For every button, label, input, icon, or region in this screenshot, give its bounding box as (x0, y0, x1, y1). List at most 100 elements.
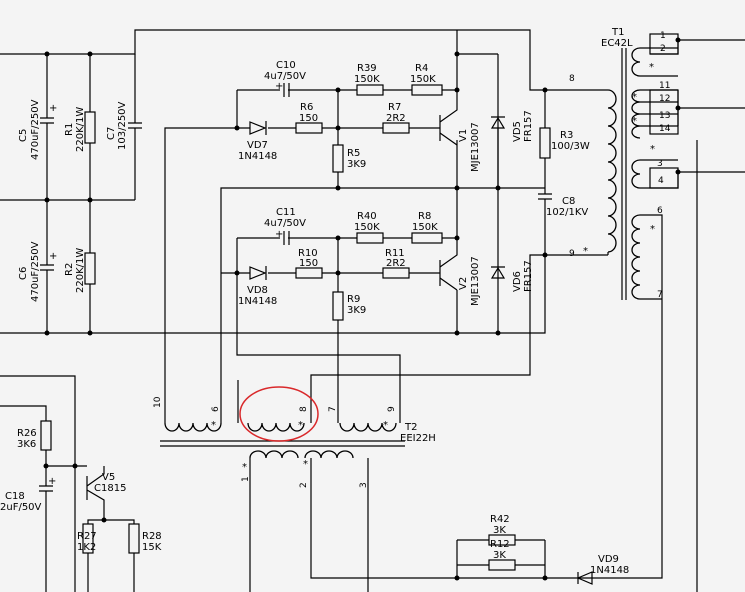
R42-ref: R42 (490, 514, 510, 525)
bottom-right-section (454, 140, 698, 592)
T1-dot-8: * (649, 62, 654, 73)
R28-ref: R28 (142, 531, 162, 542)
T1-dot-6: * (650, 224, 655, 235)
VD5-ref: VD5 (512, 121, 523, 142)
VD7-value: 1N4148 (238, 151, 277, 162)
T1-dot-11: * (632, 92, 637, 103)
V5-ref: V5 (102, 472, 115, 483)
C7-ref: C7 (106, 127, 117, 140)
T1-pin-13: 13 (659, 111, 670, 121)
R39-ref: R39 (357, 63, 377, 74)
VD8-diode (249, 266, 267, 280)
C10-ref: C10 (276, 60, 296, 71)
R5-value: 3K9 (347, 159, 366, 170)
T1-dot-13: * (632, 116, 637, 127)
C18-plus: + (48, 476, 56, 487)
C10-value: 4u7/50V (264, 71, 306, 82)
T1-pin-3: 3 (657, 159, 663, 169)
R27-resistor (82, 523, 94, 554)
C6-ref: C6 (18, 267, 29, 280)
T1-pin-box-3-4 (649, 167, 679, 189)
R42-resistor (488, 534, 516, 546)
T1-pin-11: 11 (659, 81, 670, 91)
C11-value: 4u7/50V (264, 218, 306, 229)
C18-value: 2uF/50V (0, 502, 42, 513)
VD9-diode (576, 571, 593, 585)
VD8-value: 1N4148 (238, 296, 277, 307)
T2-pin-1: 1 (241, 476, 251, 482)
V5-value: C1815 (94, 483, 126, 494)
R5-resistor (332, 144, 344, 173)
T2-pin-8: 8 (299, 406, 309, 412)
T2-pin-7: 7 (328, 406, 338, 412)
T1-pin-2: 2 (660, 44, 666, 54)
T2-part: EEI22H (400, 433, 436, 444)
T2-dot-8: * (298, 420, 303, 431)
C8-ref: C8 (562, 196, 575, 207)
C8-value: 102/1KV (546, 207, 588, 218)
R7-value: 2R2 (386, 113, 406, 124)
R1-value: 220K/1W (75, 107, 86, 152)
R10-ref: R10 (298, 248, 318, 259)
C18-ref: C18 (5, 491, 25, 502)
R27-value: 1K2 (77, 542, 96, 553)
T2-dot-1: * (242, 462, 247, 473)
R9-resistor (332, 291, 344, 321)
V1-value: MJE13007 (470, 122, 481, 172)
T1-dot-3: * (650, 144, 655, 155)
R40-resistor (356, 232, 384, 244)
T1-pin-9: 9 (569, 249, 575, 259)
VD5-value: FR157 (523, 110, 534, 142)
R39-resistor (356, 84, 384, 96)
T1-pin-7: 7 (657, 290, 663, 300)
R40-value: 150K (354, 222, 380, 233)
C11-ref: C11 (276, 207, 296, 218)
R11-resistor (382, 267, 410, 279)
T1-pin-14: 14 (659, 124, 671, 134)
T1-pin-4: 4 (658, 176, 664, 186)
VD6-value: FR157 (523, 260, 534, 292)
V1-ref: V1 (458, 129, 469, 142)
T1-pin-box-11-14 (649, 89, 679, 135)
R11-ref: R11 (385, 248, 405, 259)
T1-designator: T1 (611, 27, 624, 38)
C6-plus: + (49, 251, 57, 262)
C5-value: 470uF/250V (30, 99, 41, 160)
VD6-diode (490, 266, 506, 279)
T2-dot-2: * (303, 459, 308, 470)
T2-dot-6: * (211, 420, 216, 431)
R9-value: 3K9 (347, 305, 366, 316)
R28-value: 15K (142, 542, 162, 553)
R7-resistor (382, 122, 410, 134)
T2-pin-10: 10 (153, 396, 163, 408)
T2-pin-9: 9 (387, 406, 397, 412)
snubber-section (538, 89, 608, 256)
T2-pin-3: 3 (359, 482, 369, 488)
T1-pin-6: 6 (657, 206, 663, 216)
T1-part: EC42L (601, 38, 633, 49)
feedback-section (0, 375, 140, 592)
R3-ref: R3 (560, 130, 573, 141)
R2-value: 220K/1W (75, 248, 86, 293)
T2-core (160, 440, 405, 447)
R6-value: 150 (299, 113, 318, 124)
lower-switch-section (221, 188, 548, 380)
R27-ref: R27 (77, 531, 97, 542)
upper-switch-section (164, 30, 548, 380)
VD9-value: 1N4148 (590, 565, 629, 576)
V2-ref: V2 (458, 277, 469, 290)
T1-dot-9: * (583, 246, 588, 257)
T2-pin-6: 6 (211, 406, 221, 412)
T1-core (621, 48, 627, 300)
C5-plus: + (49, 103, 57, 114)
R26-resistor (40, 420, 52, 451)
R10-resistor (295, 267, 323, 279)
VD7-diode (249, 121, 267, 135)
VD9-ref: VD9 (598, 554, 619, 565)
R3-resistor (539, 127, 551, 159)
VD7-ref: VD7 (247, 140, 268, 151)
R4-ref: R4 (415, 63, 428, 74)
R28-resistor (128, 523, 140, 554)
C11-plus: + (275, 229, 283, 240)
